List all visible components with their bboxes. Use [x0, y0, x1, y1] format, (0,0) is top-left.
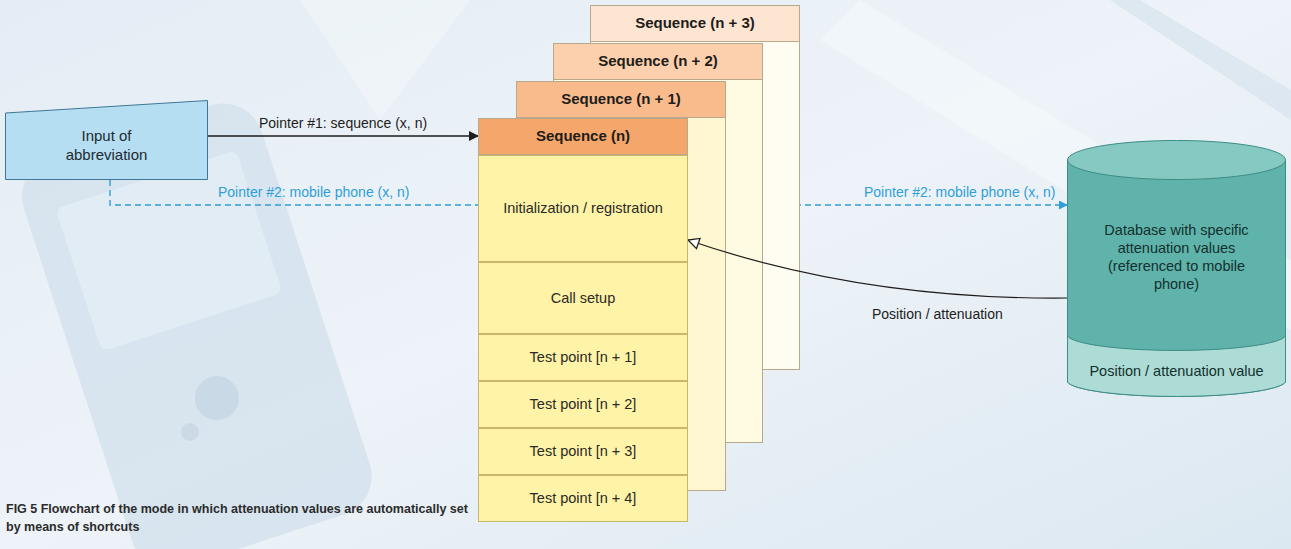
text-area: Position / attenuation value	[1087, 349, 1266, 393]
sheet-header: Sequence (n + 1)	[517, 82, 725, 118]
database-cylinder: Database with specific attenuation value…	[1067, 140, 1286, 405]
text-area: Test point [n + 3]	[487, 431, 679, 472]
text-area: Initialization / registration	[487, 158, 679, 259]
background-dot	[181, 423, 199, 441]
node-text: Initialization / registration	[503, 199, 663, 217]
test-point-cell: Test point [n + 4]	[478, 475, 688, 522]
background-streak	[300, 0, 470, 120]
node-text: Input of abbreviation	[45, 127, 168, 165]
text-area: Test point [n + 1]	[487, 337, 679, 378]
text-area: Input of abbreviation	[45, 116, 168, 176]
node-text: Test point [n + 1]	[530, 348, 637, 366]
sequence-sheet: Sequence (n) Initialization / registratio…	[478, 118, 688, 522]
figure-caption: FIG 5 Flowchart of the mode in which att…	[6, 500, 468, 536]
manual-input-shape	[6, 101, 208, 180]
text-area: Test point [n + 2]	[487, 384, 679, 425]
band-shape	[1068, 336, 1286, 396]
text-area: Call setup	[487, 265, 679, 331]
node-text: Test point [n + 3]	[530, 442, 637, 460]
node-text: Test point [n + 2]	[530, 395, 637, 413]
manual-input-box: Input of abbreviation	[5, 100, 208, 180]
connector-label: Pointer #1: sequence (x, n)	[259, 115, 427, 131]
node-text: Sequence (n + 1)	[561, 90, 681, 109]
node-text: Database with specific attenuation value…	[1091, 221, 1262, 294]
step-cell: Initialization / registration	[478, 155, 688, 262]
pointer-label: Pointer #2: mobile phone (x, n)	[218, 184, 409, 200]
node-text: Call setup	[551, 289, 615, 307]
text-area: Database with specific attenuation value…	[1091, 184, 1262, 330]
node-text: Test point [n + 4]	[530, 489, 637, 507]
node-text: Sequence (n + 3)	[635, 14, 755, 33]
cylinder-top	[1068, 141, 1286, 180]
sheet-header: Sequence (n + 2)	[554, 44, 762, 80]
test-point-cell: Test point [n + 3]	[478, 428, 688, 475]
node-text: Sequence (n + 2)	[598, 52, 718, 71]
test-point-cell: Test point [n + 1]	[478, 334, 688, 381]
test-point-cell: Test point [n + 2]	[478, 381, 688, 428]
cylinder-body	[1068, 160, 1286, 396]
connector-arrow	[688, 240, 1067, 298]
connector-arrow	[208, 135, 478, 136]
connector-label: Pointer #2: mobile phone (x, n)	[864, 184, 1055, 200]
step-cell: Call setup	[478, 262, 688, 334]
text-area: Test point [n + 4]	[487, 478, 679, 519]
sheet-header: Sequence (n)	[479, 119, 687, 155]
sheet-header: Sequence (n + 3)	[591, 6, 799, 42]
node-text: Position / attenuation value	[1089, 362, 1263, 380]
pen-picture	[1110, 0, 1291, 120]
connector-label: Position / attenuation	[872, 306, 1003, 322]
database-band: Position / attenuation value	[1067, 336, 1286, 398]
node-text: Sequence (n)	[536, 127, 630, 146]
